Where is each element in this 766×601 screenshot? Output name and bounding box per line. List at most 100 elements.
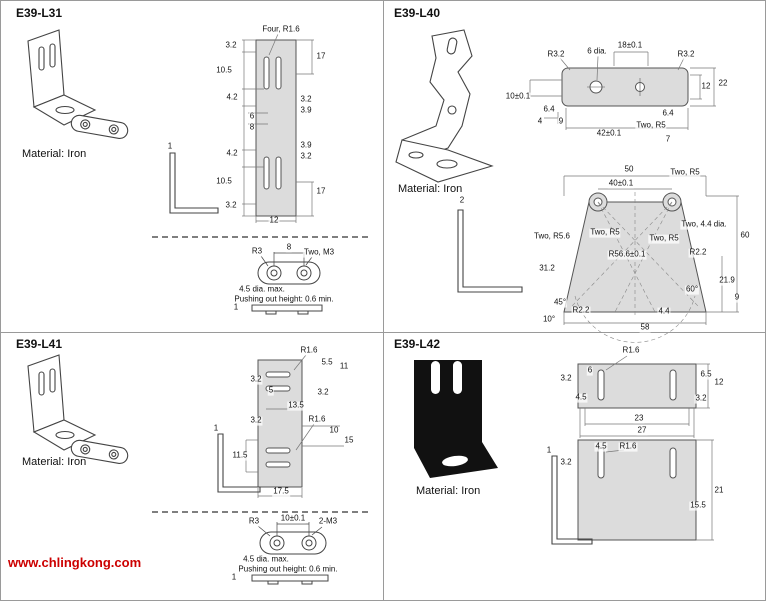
dim-label: 1 <box>232 302 240 313</box>
dim-label: 6 <box>586 365 594 376</box>
dim-label: 18±0.1 <box>616 40 644 51</box>
dim-label: 45° <box>552 297 568 308</box>
e39-l42-dimension-view <box>577 363 697 541</box>
dim-label: 2-M3 <box>317 516 339 527</box>
dim-label: R3 <box>247 516 261 527</box>
e39-l40-top-view <box>561 67 689 107</box>
dim-label: 27 <box>636 425 648 436</box>
dim-label: 3.2 <box>316 387 330 398</box>
material-label-e39-l42: Material: Iron <box>416 485 481 497</box>
dim-label: 6.4 <box>661 108 675 119</box>
dim-label: 17 <box>315 186 327 197</box>
dim-label: 13.5 <box>287 400 305 411</box>
dim-label: 60 <box>739 230 751 241</box>
dim-label: 3.2 <box>224 40 238 51</box>
dim-label: 1 <box>166 141 174 152</box>
dim-label: R1.6 <box>621 345 641 356</box>
dim-label: 4.4 <box>657 306 671 317</box>
dim-label: R3 <box>250 246 264 257</box>
dim-label: R56.6±0.1 <box>607 249 647 260</box>
dim-label: 10 <box>328 425 340 436</box>
dim-label: 2 <box>458 195 466 206</box>
dim-label: Pushing out height: 0.6 min. <box>237 564 339 575</box>
material-label-e39-l41: Material: Iron <box>22 456 87 468</box>
dim-label: 31.2 <box>538 263 556 274</box>
material-label-e39-l40: Material: Iron <box>398 183 463 195</box>
e39-l40-top-view-dims <box>529 51 716 130</box>
dim-label: 60° <box>684 284 700 295</box>
dim-label: 3.9 <box>299 140 313 151</box>
panel-title-e39-l42: E39-L42 <box>394 337 441 351</box>
e39-l41-dimension-view <box>257 359 303 488</box>
dim-label: 3.2 <box>694 393 708 404</box>
dim-label: Pushing out height: 0.6 min. <box>233 294 335 305</box>
dim-label: 3.2 <box>224 200 238 211</box>
e39-l31-bracket-view <box>27 29 129 140</box>
dim-label: 5 <box>267 385 275 396</box>
dim-label: R1.6 <box>299 345 319 356</box>
watermark-text: www.chlingkong.com <box>8 555 142 570</box>
e39-l40-front-view-dims <box>563 175 739 325</box>
dim-label: 8 <box>285 242 293 253</box>
dim-label: R2.2 <box>688 247 708 258</box>
dim-label: 4.2 <box>225 92 239 103</box>
dim-label: 10° <box>541 314 557 325</box>
dim-label: 42±0.1 <box>595 128 623 139</box>
dim-label: 4 <box>536 116 544 127</box>
dim-label: Two, R5 <box>635 120 667 131</box>
dim-label: 3.2 <box>559 373 573 384</box>
dim-label: 5.5 <box>320 357 334 368</box>
dim-label: 9 <box>733 292 741 303</box>
dim-label: 15 <box>343 435 355 446</box>
dim-label: 4.5 <box>574 392 588 403</box>
dim-label: Two, R5 <box>589 227 621 238</box>
dim-label: 3.9 <box>299 105 313 116</box>
dim-label: 4.5 <box>594 441 608 452</box>
dim-label: 6 dia. <box>586 46 608 57</box>
dim-label: 10.5 <box>215 65 233 76</box>
panel-title-e39-l41: E39-L41 <box>16 337 63 351</box>
dim-label: 23 <box>633 413 645 424</box>
dim-label: 40±0.1 <box>607 178 635 189</box>
e39-l40-bracket-view <box>395 29 494 183</box>
dim-label: R3.2 <box>676 49 696 60</box>
dim-label: Two, 4.4 dia. <box>680 219 728 230</box>
dim-label: 21.9 <box>718 275 736 286</box>
dim-label: 3.2 <box>299 94 313 105</box>
dim-label: 6 <box>248 111 256 122</box>
e39-l42-side-view <box>551 455 593 545</box>
dim-label: 7 <box>664 134 672 145</box>
dim-label: 22 <box>717 78 729 89</box>
dim-label: 11 <box>338 361 350 372</box>
dim-label: 6.4 <box>542 104 556 115</box>
dim-label: 9 <box>557 116 565 127</box>
dim-label: 12 <box>713 377 725 388</box>
dim-label: Two, R5 <box>648 233 680 244</box>
dim-label: 17.5 <box>272 486 290 497</box>
dim-label: 15.5 <box>689 500 707 511</box>
dim-label: 3.2 <box>249 374 263 385</box>
dim-label: 3.2 <box>299 151 313 162</box>
dim-label: 10.5 <box>215 176 233 187</box>
dim-label: 1 <box>545 445 553 456</box>
dim-label: 4.5 dia. max. <box>238 284 286 295</box>
dim-label: 12 <box>268 215 280 226</box>
dim-label: 4.2 <box>225 148 239 159</box>
e39-l31-plate-detail <box>251 252 323 315</box>
dim-label: R3.2 <box>546 49 566 60</box>
dim-label: 12 <box>700 81 712 92</box>
dim-label: 1 <box>212 423 220 434</box>
dim-label: 6.5 <box>699 369 713 380</box>
dim-label: 11.5 <box>231 450 249 461</box>
dim-label: Four, R1.6 <box>261 24 301 35</box>
dim-label: R1.6 <box>618 441 638 452</box>
panel-title-e39-l31: E39-L31 <box>16 6 63 20</box>
dim-label: Two, M3 <box>302 247 336 258</box>
e39-l41-side-view <box>217 433 261 493</box>
dim-label: 8 <box>248 122 256 133</box>
e39-l41-plate-detail <box>251 522 329 585</box>
dim-label: 17 <box>315 51 327 62</box>
